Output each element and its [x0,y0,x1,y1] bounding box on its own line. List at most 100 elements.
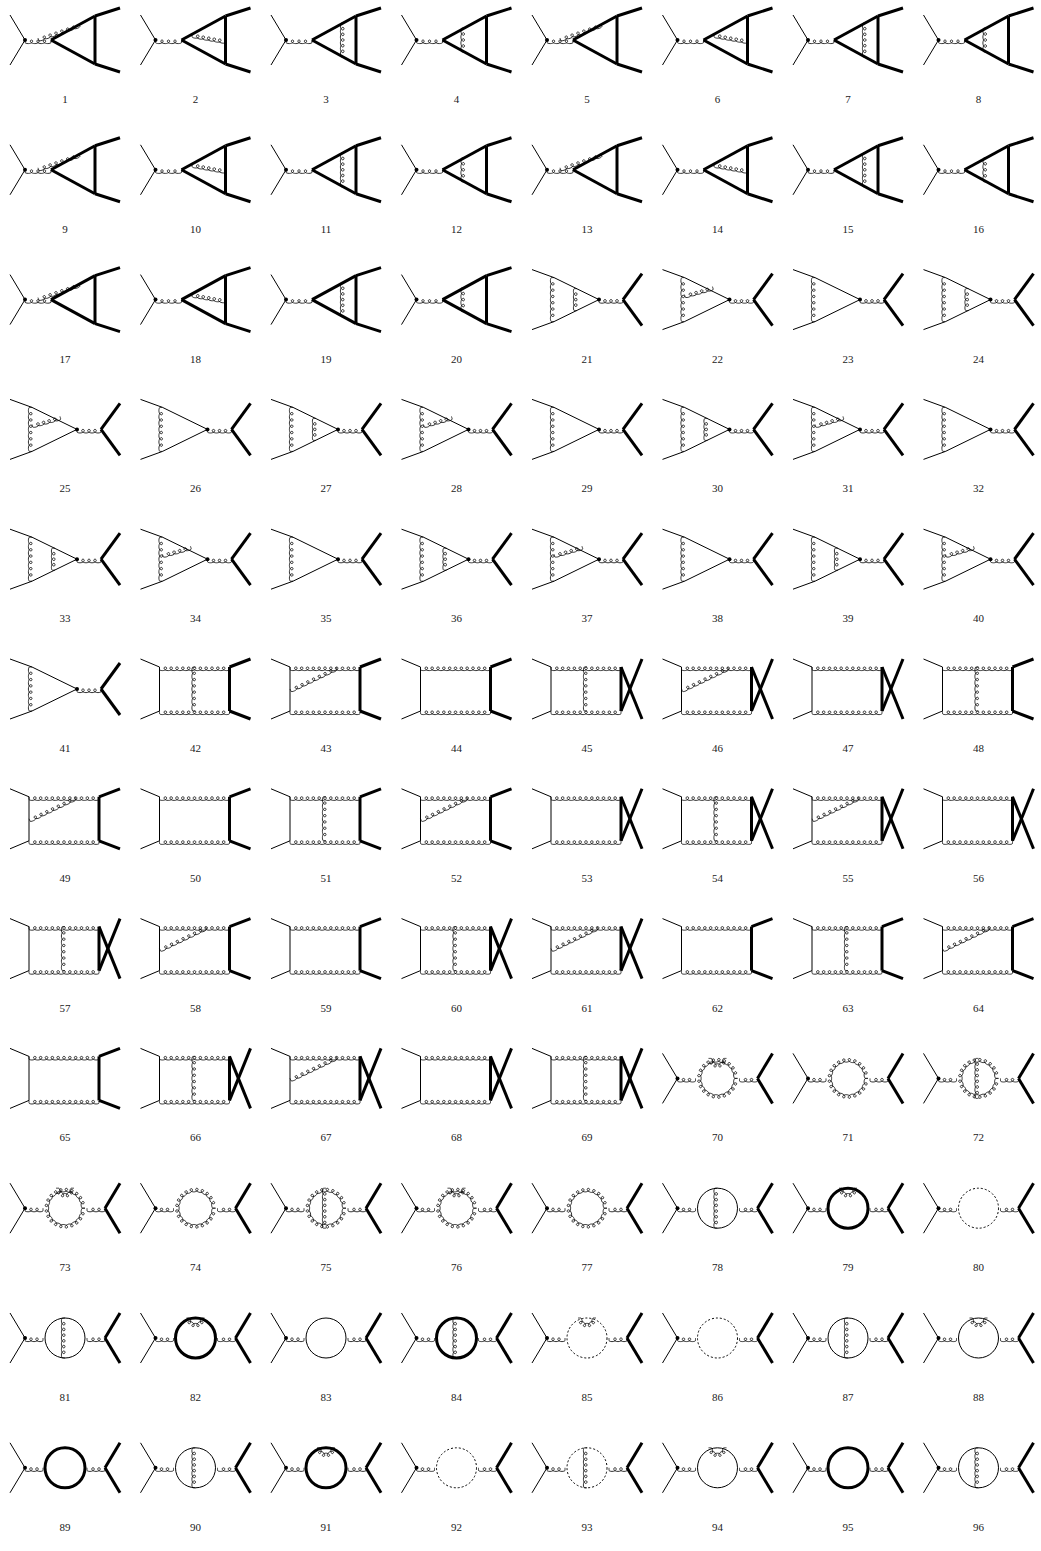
loop-line [45,1448,85,1488]
heavy-quark-line [491,1048,512,1100]
gluon-line [870,1208,888,1212]
loop-line [45,1318,85,1358]
quark-line [532,1338,547,1363]
heavy-quark-line [704,170,748,194]
diagram-number: 61 [582,1002,593,1014]
quark-line [532,15,547,40]
gluon-line [448,1188,466,1197]
heavy-quark-line [621,919,642,971]
heavy-quark-line [236,1313,251,1338]
quark-line [554,559,599,581]
heavy-quark-line [491,927,512,979]
quark-line [924,1338,939,1363]
quark-line [141,1313,156,1338]
quark-line [163,559,208,581]
gluon-line [547,1468,565,1472]
heavy-quark-line [485,146,488,194]
diagram-number: 69 [582,1131,593,1143]
gluon-line [421,841,491,845]
gluon-line [290,797,360,801]
vertex-dot [75,557,79,561]
quark-line [271,275,286,300]
quark-line [681,797,682,841]
quark-line [551,667,552,711]
quark-line [271,1443,286,1468]
gluon-line [678,1338,696,1342]
gluon-line [338,559,362,563]
quark-line [141,581,163,589]
diagram-number: 9 [62,223,68,235]
gluon-line [192,1448,196,1488]
heavy-quark-line [366,1443,381,1468]
gluon-line [550,537,554,581]
diagram-number: 66 [190,1131,201,1143]
heavy-quark-line [355,146,358,194]
heavy-quark-line [623,533,642,559]
vertex-dot [75,427,79,431]
heavy-quark-line [1013,797,1034,849]
quark-line [924,15,939,40]
heavy-quark-line [882,659,903,711]
gluon-line [698,1059,738,1099]
gluon-line [870,1338,888,1342]
loop-line [437,1318,477,1358]
vertex-dot [467,557,471,561]
heavy-quark-line [627,1183,642,1208]
heavy-quark-line [360,711,381,719]
vertex-dot [75,687,79,691]
heavy-quark-line [882,789,903,841]
quark-line [793,971,812,979]
quark-line [420,667,421,711]
heavy-quark-line [236,1208,251,1233]
heavy-quark-line [748,64,773,72]
gluon-line [943,667,1013,671]
heavy-quark-line [623,274,642,300]
heavy-quark-line [621,1048,642,1100]
quark-line [924,581,946,589]
quark-line [10,300,25,325]
gluon-line [547,1338,565,1342]
quark-line [10,659,32,667]
diagram-number: 14 [712,223,723,235]
diagram-number: 16 [973,223,984,235]
gluon-line [417,1208,435,1212]
gluon-line [160,797,230,801]
quark-line [159,797,160,841]
heavy-quark-line [497,1208,512,1233]
heavy-quark-line [228,667,231,711]
quark-line [402,659,421,667]
gluon-line [77,559,101,563]
gluon-line [609,1468,627,1472]
heavy-quark-line [884,403,903,429]
diagram-number: 93 [582,1521,593,1533]
heavy-quark-line [884,533,903,559]
gluon-line [808,1468,826,1472]
quark-line [271,451,293,459]
gluon-line [1001,1468,1019,1472]
gluon-line [424,416,453,427]
quark-line [793,919,812,927]
quark-line [402,789,421,797]
diagram-number: 23 [843,353,854,365]
gluon-line [163,546,192,557]
gluon-line [682,667,729,692]
quark-line [424,407,469,429]
quark-line [402,1338,417,1363]
quark-line [793,659,812,667]
quark-line [924,1053,939,1078]
quark-line [532,1313,547,1338]
quark-line [10,1313,25,1338]
heavy-quark-line [1013,711,1034,719]
diagram-number: 21 [582,353,593,365]
heavy-quark-line [748,138,773,146]
heavy-quark-line [573,170,617,194]
heavy-quark-line [359,797,362,841]
diagram-number: 63 [843,1002,854,1014]
heavy-quark-line [362,429,381,455]
quark-line [141,971,160,979]
gluon-line [860,300,884,304]
gluon-line [573,289,577,311]
heavy-quark-line [752,971,773,979]
gluon-line [839,1188,857,1197]
heavy-quark-line [366,1313,381,1338]
